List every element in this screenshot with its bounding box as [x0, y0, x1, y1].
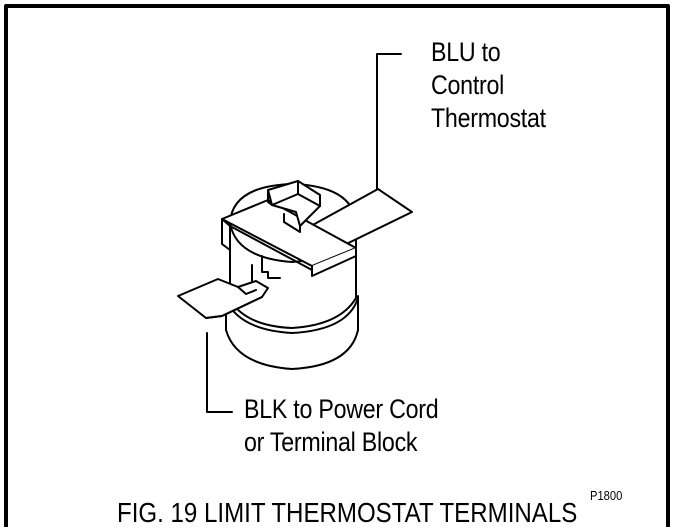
blk-leader-line: [206, 332, 233, 413]
blu-callout-label: BLU to Control Thermostat: [431, 36, 546, 135]
center-tab: [261, 255, 281, 279]
blu-leader-line: [376, 53, 402, 190]
blk-callout-line-2: or Terminal Block: [244, 427, 418, 457]
thermostat-base-rim: [225, 297, 359, 334]
cross-bar-side: [221, 218, 231, 251]
blu-callout-line-2: Control: [431, 70, 505, 100]
blk-callout-line-1: BLK to Power Cord: [244, 394, 439, 424]
blu-callout-line-3: Thermostat: [431, 103, 546, 133]
figure-border: [4, 4, 670, 527]
blu-callout-line-1: BLU to: [431, 37, 501, 67]
center-post: [267, 180, 321, 227]
figure-caption: FIG. 19 LIMIT THERMOSTAT TERMINALS: [117, 497, 578, 528]
figure-code: P1800: [590, 488, 623, 503]
blk-callout-label: BLK to Power Cord or Terminal Block: [244, 393, 439, 459]
